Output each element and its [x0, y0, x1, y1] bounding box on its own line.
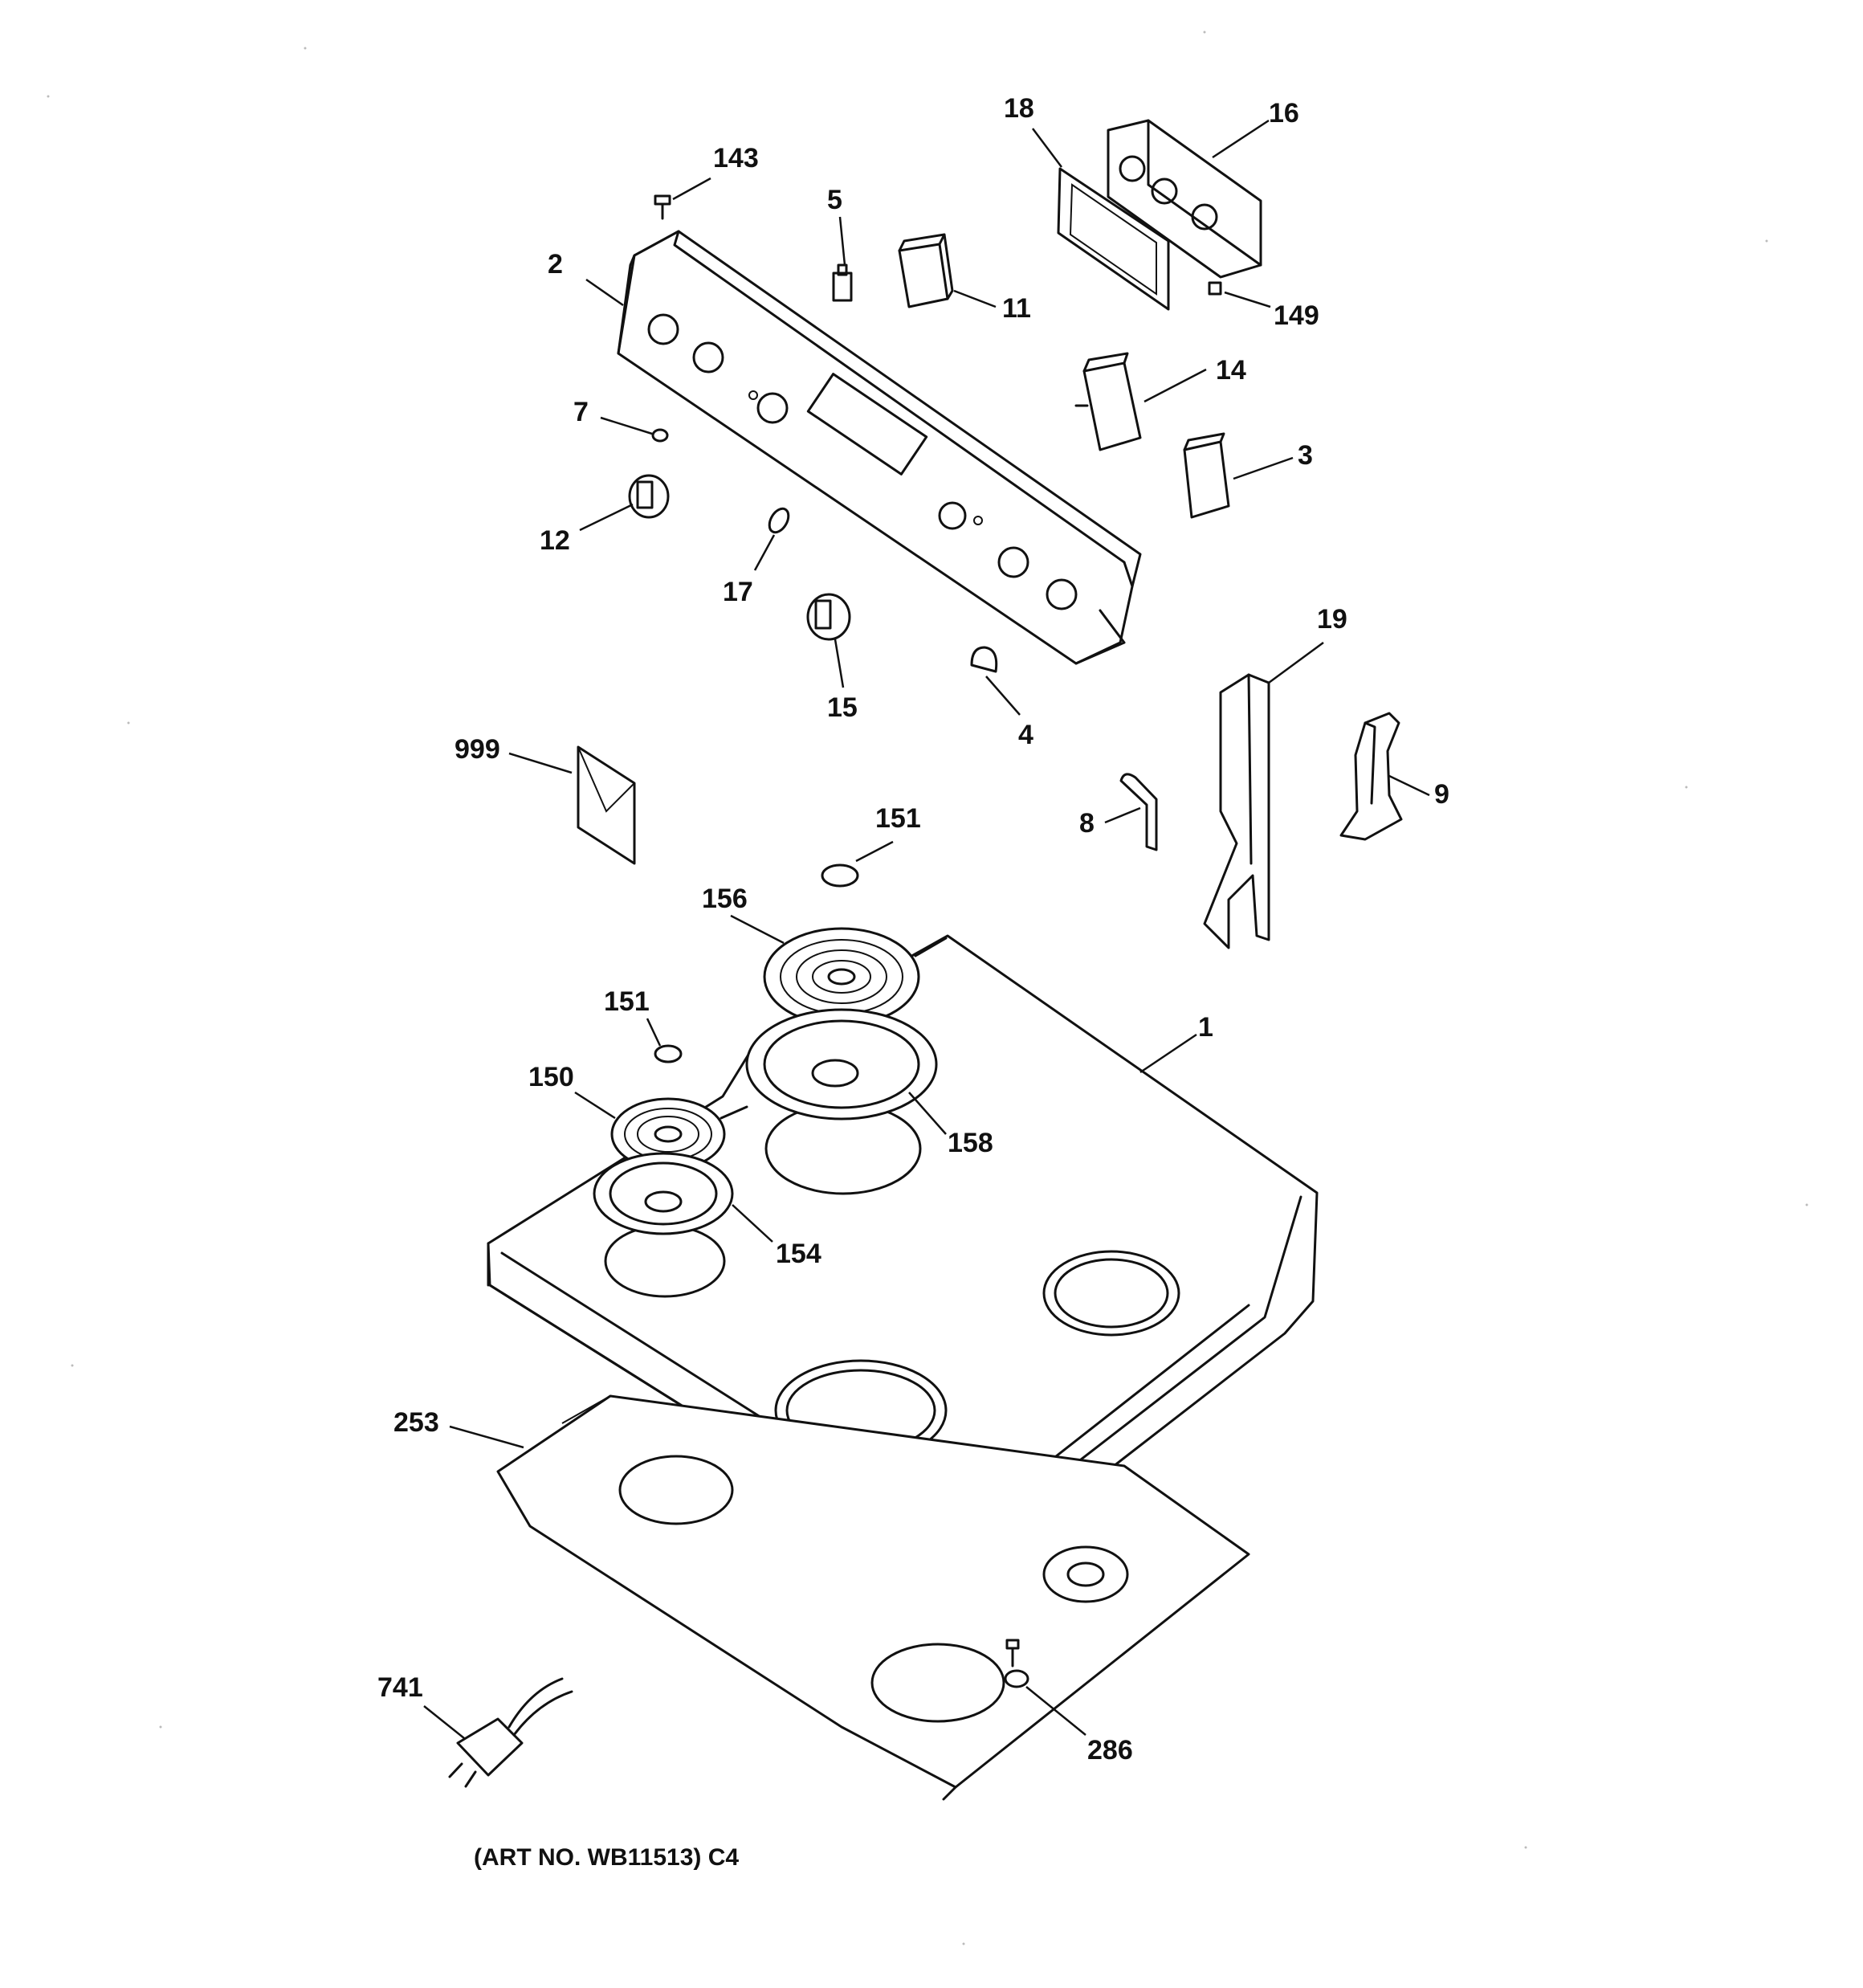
- switch-3: [1183, 432, 1230, 519]
- switch-14: [1074, 352, 1142, 451]
- cap-151-upper: [821, 863, 859, 888]
- callout-12: 12: [540, 525, 570, 556]
- knob-12: [628, 474, 670, 519]
- screw-143: [654, 194, 671, 220]
- callout-15: 15: [827, 692, 858, 723]
- callout-286: 286: [1087, 1735, 1133, 1766]
- large-drip-pan-158: [745, 1008, 938, 1121]
- art-number-caption: (ART NO. WB11513) C4: [474, 1844, 739, 1871]
- callout-158: 158: [948, 1128, 993, 1158]
- relay-11: [898, 233, 954, 308]
- callout-2: 2: [548, 249, 563, 280]
- literature-999: [577, 745, 636, 865]
- bracket-19: [1203, 673, 1270, 949]
- control-panel-2: [617, 230, 1142, 665]
- small-element-150: [610, 1097, 748, 1171]
- callout-9: 9: [1434, 779, 1449, 810]
- glass-panel-18: [1057, 167, 1170, 311]
- burner-box-253: [496, 1394, 1250, 1801]
- callout-19: 19: [1317, 604, 1347, 635]
- callout-7: 7: [573, 397, 589, 427]
- bracket-8: [1119, 773, 1158, 851]
- callout-14: 14: [1216, 355, 1246, 386]
- lamp-17: [768, 507, 790, 534]
- clock-timer-16: [1107, 119, 1262, 279]
- callout-16: 16: [1269, 98, 1299, 129]
- callout-151-upper: 151: [875, 803, 921, 834]
- callout-253: 253: [393, 1407, 439, 1438]
- callout-17: 17: [723, 577, 753, 607]
- callout-154: 154: [776, 1239, 821, 1269]
- callout-5: 5: [827, 185, 842, 215]
- callout-18: 18: [1004, 93, 1034, 124]
- knob-15: [806, 593, 851, 641]
- cap-151-lower: [654, 1044, 683, 1063]
- callout-1: 1: [1198, 1012, 1213, 1043]
- callout-143: 143: [713, 143, 759, 173]
- callout-741: 741: [377, 1672, 423, 1703]
- callout-156: 156: [702, 884, 748, 914]
- callout-4: 4: [1018, 720, 1033, 750]
- light-7: [651, 428, 669, 443]
- callout-151-lower: 151: [604, 986, 650, 1017]
- small-drip-pan-154: [593, 1152, 734, 1235]
- callout-999: 999: [455, 734, 500, 765]
- callout-8: 8: [1079, 808, 1095, 839]
- callout-149: 149: [1274, 300, 1319, 331]
- callout-11: 11: [1002, 293, 1031, 324]
- screw-clip-286: [1004, 1639, 1029, 1688]
- callout-150: 150: [528, 1062, 574, 1092]
- clip-149: [1208, 281, 1222, 296]
- insert-4: [970, 646, 998, 673]
- callout-3: 3: [1298, 440, 1313, 471]
- terminal-block-741: [448, 1677, 573, 1788]
- switch-5: [832, 263, 853, 302]
- end-cap-9: [1339, 712, 1403, 841]
